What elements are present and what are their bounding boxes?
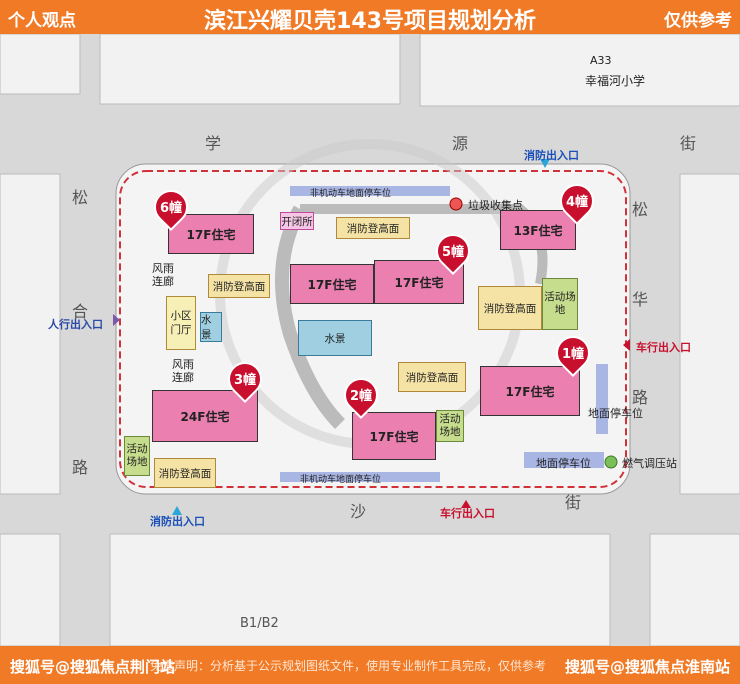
water-feature-small: 水景 [200,312,222,342]
lobby: 小区门厅 [166,296,196,350]
gas-station-label: 燃气调压站 [622,457,677,470]
header-left-label: 个人观点 [8,11,76,31]
pin-building-5: 5幢 [428,226,478,276]
pin-building-3: 3幢 [220,354,270,404]
watermark-right: 搜狐号@搜狐焦点淮南站 [560,656,730,677]
plot-a33-label: A33 [590,54,612,67]
fire-entrance-south-arrow [172,506,182,515]
fire-entrance-south-label: 消防出入口 [150,515,205,528]
building-4: 13F住宅 [500,210,576,250]
activity-area-left: 活动场地 [124,436,150,476]
pin-building-1: 1幢 [548,328,598,378]
header-bar: 个人观点 滨江兴耀贝壳143号项目规划分析 仅供参考 [0,0,740,34]
corridor-bottom: 风雨连廊 [172,358,194,384]
road-north-char-3: 街 [680,134,697,153]
road-south-char-2: 街 [565,493,582,512]
fire-entrance-north-arrow [540,159,550,168]
pedestrian-entrance-arrow [113,314,120,326]
road-north-char-1: 学 [205,134,222,153]
garbage-point-label: 垃圾收集点 [468,199,523,212]
corridor-top: 风雨连廊 [152,262,174,288]
fire-access-area-bottom: 消防登高面 [154,458,216,488]
activity-area-right: 活动场地 [542,278,578,330]
water-feature-large: 水景 [298,320,372,356]
site-plan-map: A33 幸福河小学 学 源 街 松 合 路 松 华 路 沙 街 B1/B2 17… [0,34,740,646]
disclaimer-text: 免责声明：分析基于公示规划图纸文件，使用专业制作工具完成，仅供参考 [150,659,547,673]
fire-access-area-top: 消防登高面 [336,217,410,239]
road-south-char-1: 沙 [350,502,367,521]
road-east-char-2: 华 [632,290,649,309]
parking-bottom-label: 地面停车位 [536,457,591,470]
pedestrian-entrance-label: 人行出入口 [48,318,103,331]
road-west-char-2: 合 [72,302,89,321]
road-west-char-3: 路 [72,458,89,477]
footer-bar: 免责声明：分析基于公示规划图纸文件，使用专业制作工具完成，仅供参考 搜狐号@搜狐… [0,646,740,684]
vehicle-entrance-east-arrow [623,339,630,351]
building-5-west: 17F住宅 [290,264,374,304]
pin-building-2: 2幢 [336,370,386,420]
fire-access-area-left: 消防登高面 [208,274,270,298]
fire-entrance-north-label: 消防出入口 [524,149,579,162]
pin-building-4: 4幢 [552,176,602,226]
plot-b1b2-label: B1/B2 [240,616,279,631]
fire-access-area-mid: 消防登高面 [398,362,466,392]
parking-right-label: 地面停车位 [588,407,643,420]
building-1: 17F住宅 [480,366,580,416]
switch-station: 开闭所 [280,212,314,230]
activity-area-mid: 活动场地 [436,410,464,442]
road-north-char-2: 源 [452,134,469,153]
road-east-char-1: 松 [632,200,649,219]
building-2: 17F住宅 [352,412,436,460]
building-6: 17F住宅 [168,214,254,254]
watermark-left: 搜狐号@搜狐焦点荆门站 [10,658,176,676]
vehicle-entrance-south-arrow [461,500,471,508]
road-west-char-1: 松 [72,188,89,207]
bike-parking-bottom: 非机动车地面停车位 [300,475,382,485]
vehicle-entrance-east-label: 车行出入口 [636,341,691,354]
vehicle-entrance-south-label: 车行出入口 [440,507,495,520]
bike-parking-top: 非机动车地面停车位 [310,189,392,199]
fire-access-area-right: 消防登高面 [478,286,542,330]
school-label: 幸福河小学 [585,74,646,88]
pin-building-6: 6幢 [146,182,196,232]
header-right-label: 仅供参考 [664,11,732,31]
page-title: 滨江兴耀贝壳143号项目规划分析 [204,9,536,34]
road-east-char-3: 路 [632,388,649,407]
